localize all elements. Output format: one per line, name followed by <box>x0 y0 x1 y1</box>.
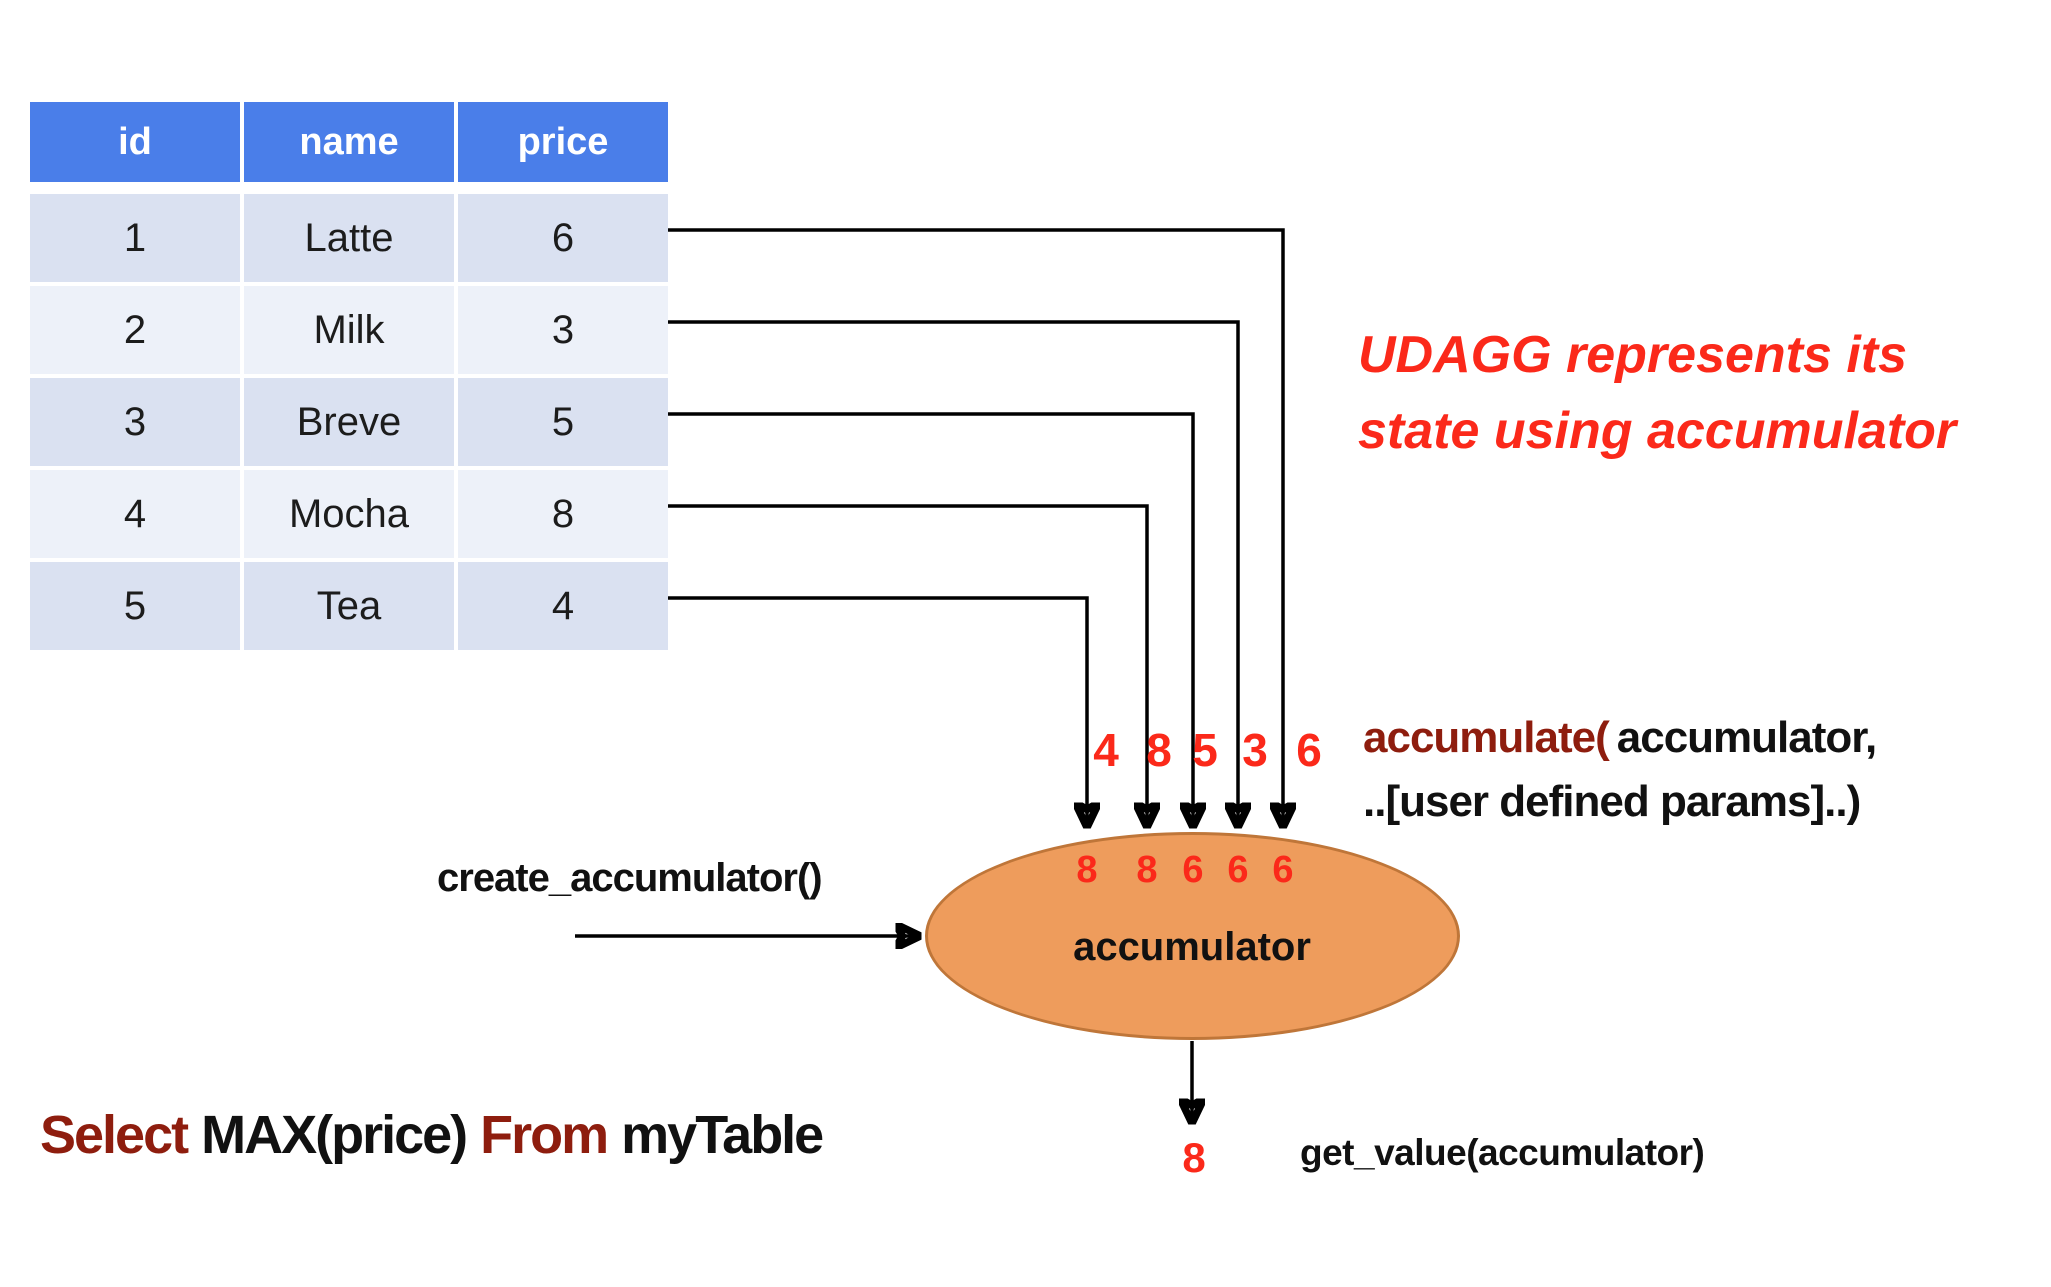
cell-id: 5 <box>30 562 240 650</box>
cell-name: Mocha <box>244 470 454 558</box>
cell-name: Tea <box>244 562 454 650</box>
accumulator-state-value: 6 <box>1227 849 1249 891</box>
cell-price: 4 <box>458 562 668 650</box>
input-value: 8 <box>1146 724 1172 776</box>
udagg-note: UDAGG represents its state using accumul… <box>1358 317 1956 469</box>
cell-price: 6 <box>458 194 668 282</box>
accumulator-state-value: 8 <box>1076 849 1098 891</box>
cell-price: 3 <box>458 286 668 374</box>
cell-name: Latte <box>244 194 454 282</box>
cell-id: 4 <box>30 470 240 558</box>
accumulator-state-value: 6 <box>1272 849 1294 891</box>
input-value: 4 <box>1093 724 1119 776</box>
accumulate-line2: ..[user defined params]..) <box>1363 777 1861 826</box>
accumulator-label: accumulator <box>1073 925 1311 969</box>
column-header-name: name <box>244 102 454 182</box>
accumulate-fn-name: accumulate( <box>1363 713 1610 762</box>
accumulator-state-value: 8 <box>1136 849 1158 891</box>
my-table: id name price 1 Latte 6 2 Milk 3 3 Breve… <box>30 102 668 650</box>
cell-price: 8 <box>458 470 668 558</box>
column-header-id: id <box>30 102 240 182</box>
cell-id: 2 <box>30 286 240 374</box>
cell-id: 1 <box>30 194 240 282</box>
input-value: 5 <box>1192 724 1218 776</box>
connector-row5-price <box>668 596 1087 822</box>
result-value: 8 <box>1182 1134 1206 1181</box>
accumulate-line1: accumulate(accumulator, <box>1363 706 1877 770</box>
sql-table-name: myTable <box>621 1105 824 1165</box>
get-value-label: get_value(accumulator) <box>1300 1132 1705 1173</box>
udagg-note-line2: state using accumulator <box>1358 402 1957 460</box>
create-accumulator-label: create_accumulator() <box>437 856 823 900</box>
cell-name: Breve <box>244 378 454 466</box>
input-value: 6 <box>1296 724 1322 776</box>
connector-row4-price <box>668 504 1147 822</box>
connector-row3-price <box>668 412 1193 822</box>
cell-id: 3 <box>30 378 240 466</box>
connector-row1-price <box>668 228 1283 822</box>
udagg-note-line1: UDAGG represents its <box>1358 326 1908 384</box>
accumulator-state-value: 6 <box>1182 849 1204 891</box>
accumulate-args: accumulator, <box>1616 713 1877 762</box>
sql-from-keyword: From <box>480 1105 609 1165</box>
cell-name: Milk <box>244 286 454 374</box>
sql-select-expression: MAX(price) <box>201 1105 468 1165</box>
accumulate-label: accumulate(accumulator, ..[user defined … <box>1363 706 1877 834</box>
input-value: 3 <box>1242 724 1268 776</box>
column-header-price: price <box>458 102 668 182</box>
accumulator-ellipse <box>925 832 1460 1040</box>
sql-select-keyword: Select <box>40 1105 189 1165</box>
connector-row2-price <box>668 320 1238 822</box>
cell-price: 5 <box>458 378 668 466</box>
